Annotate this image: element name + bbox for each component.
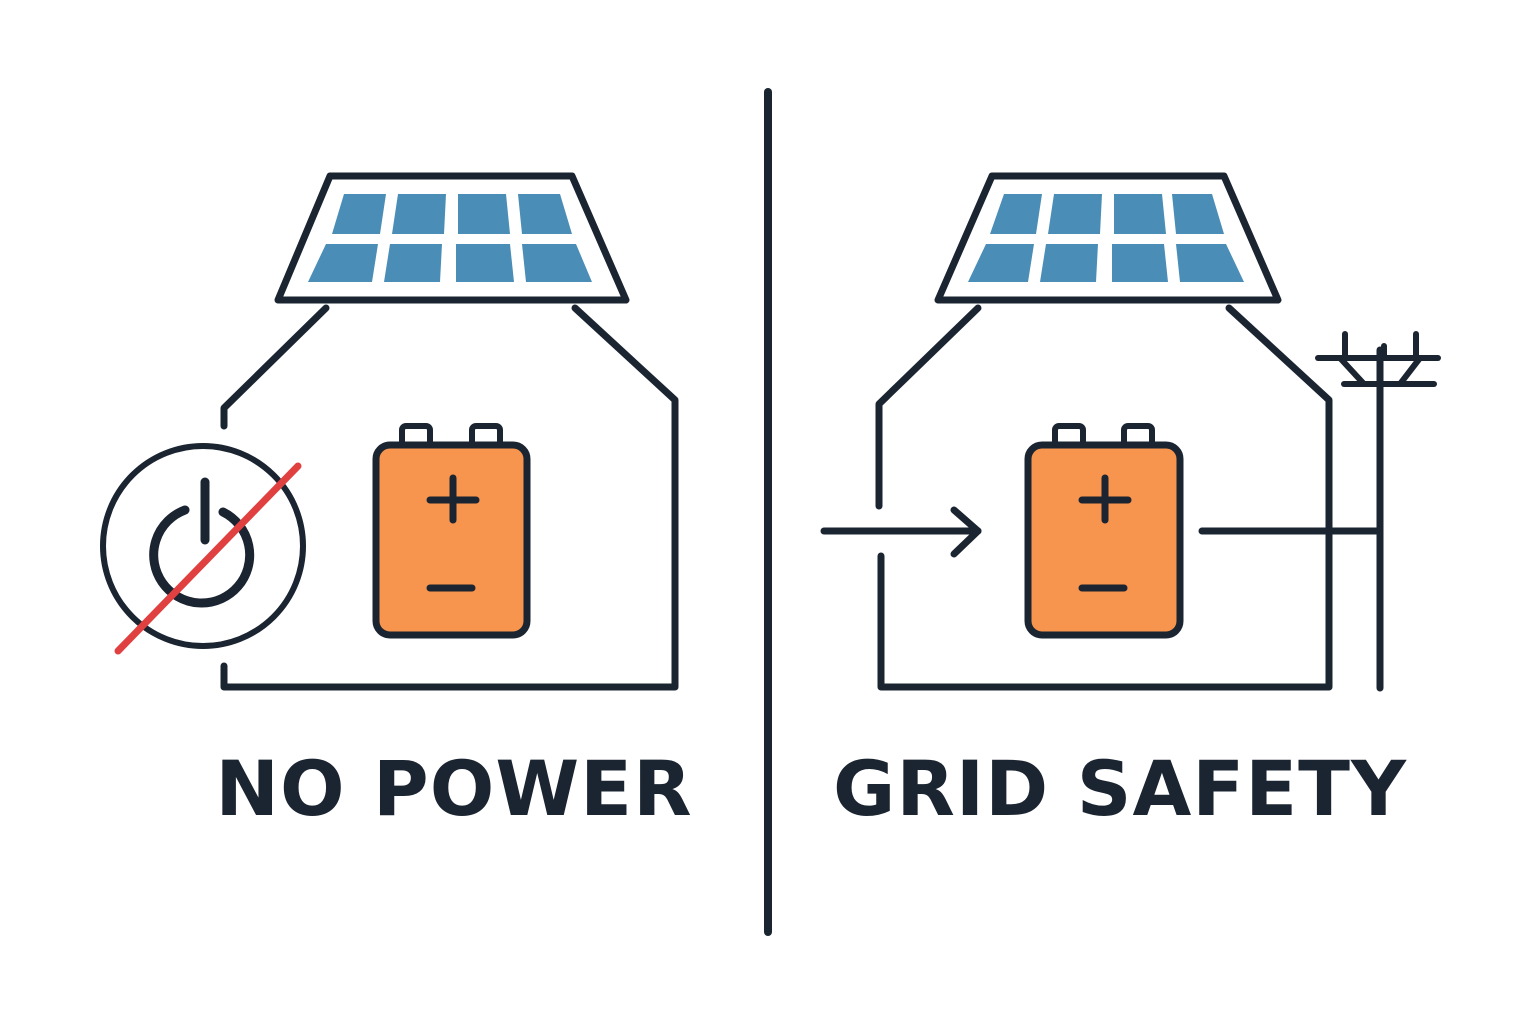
solar-panel-icon <box>934 172 1282 304</box>
house-outline-icon <box>220 304 330 430</box>
battery-icon <box>1024 423 1184 639</box>
house-outline-icon <box>220 304 679 691</box>
right-caption: GRID SAFETY <box>833 744 1407 833</box>
left-caption: NO POWER <box>215 744 692 833</box>
house-outline-icon <box>877 304 1333 691</box>
arrow-right-icon <box>820 506 982 558</box>
solar-panel-icon <box>274 172 630 304</box>
left-panel: NO POWER <box>100 172 692 833</box>
slash-mark <box>114 462 302 655</box>
battery-icon <box>372 423 531 639</box>
right-panel: GRID SAFETY <box>820 172 1441 833</box>
house-outline-icon <box>875 304 982 510</box>
utility-pole-icon <box>1315 331 1441 692</box>
power-off-icon <box>100 443 306 655</box>
